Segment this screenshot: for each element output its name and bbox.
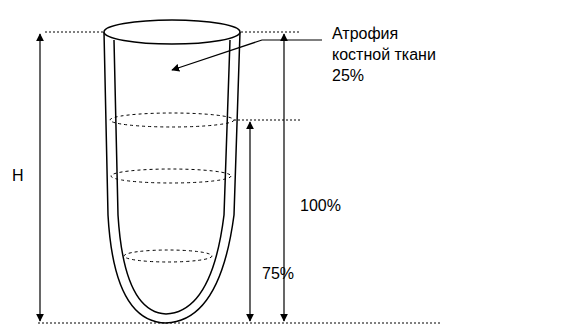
leader-arrowhead [172,68,178,70]
socket-rim [104,20,240,44]
socket-outer-wall [104,32,240,323]
dimension-label: 100% [300,196,341,217]
dimension-label: H [12,166,24,187]
socket-inner-wall [114,40,230,314]
height-dimension [39,34,40,321]
level-reference-line [234,120,300,121]
leader-line [178,40,322,68]
callout-text: Атрофия костной ткани 25% [332,24,450,86]
level-ellipse [110,113,234,127]
level-ellipse [111,169,231,183]
level-ellipse [124,250,212,262]
dimension-label: 75% [262,264,294,285]
dimension-75 [249,122,250,321]
bottom-reference-line [38,323,440,324]
